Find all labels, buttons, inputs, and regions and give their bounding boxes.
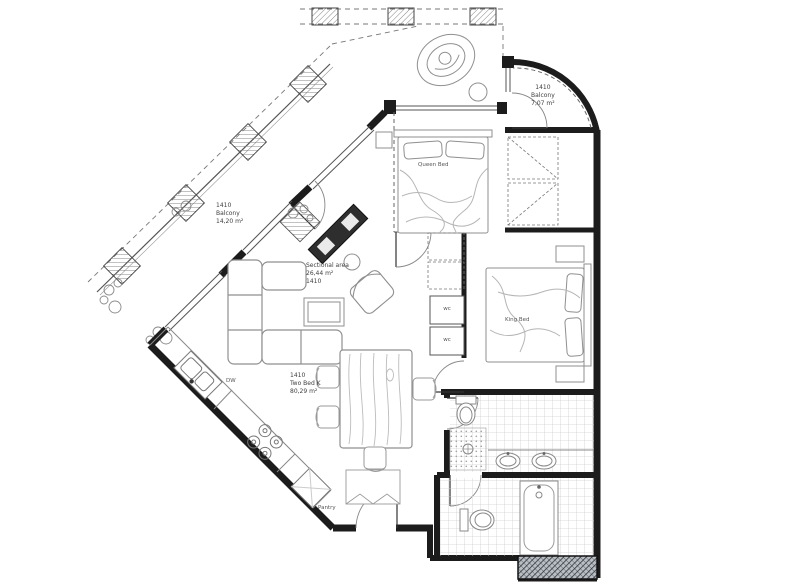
- pantry-text: Pantry: [318, 505, 336, 511]
- balcony-left-label: 1410 Balcony 14,20 m²: [216, 202, 243, 225]
- king-bed-label: King Bed: [505, 317, 530, 324]
- living-room: [227, 201, 395, 365]
- kitchen-counter: [149, 326, 332, 509]
- dining-area: [315, 349, 437, 472]
- queen-pillows: [403, 140, 485, 160]
- unit-label: 1410 Two Bed K 80,29 m²: [290, 372, 321, 395]
- pantry-closet: [345, 469, 401, 505]
- stove-burners: [247, 424, 283, 460]
- king-nightstand-bottom: [555, 365, 585, 383]
- balcony-right-area: 7,07 m²: [531, 99, 555, 107]
- vanity-sinks: [488, 449, 594, 470]
- wc-closets: [429, 295, 465, 356]
- service-shaft: [517, 555, 598, 580]
- kitchen: [149, 326, 401, 509]
- unit-type: Two Bed K: [290, 379, 321, 387]
- bathroom-2: [440, 478, 594, 556]
- king-nightstand-top: [555, 245, 585, 263]
- hall-closets-dashed: [427, 232, 465, 290]
- king-bed-text: King Bed: [505, 317, 530, 323]
- balcony-right-name: Balcony: [531, 91, 555, 99]
- balcony-left-name: Balcony: [216, 209, 240, 217]
- toilet-1: [455, 395, 477, 426]
- queen-bedroom: [375, 129, 559, 234]
- balcony-right-label: 1410 Balcony 7,07 m²: [531, 84, 555, 107]
- sectional-sofa: [227, 259, 343, 365]
- unit-number: 1410: [290, 372, 306, 379]
- king-blanket: [489, 275, 581, 353]
- closet-1-label: wc: [430, 306, 464, 313]
- fridge: [290, 467, 332, 509]
- balcony-right-unit-number: 1410: [535, 84, 551, 91]
- queen-bed-text: Queen Bed: [418, 162, 449, 168]
- dishwasher-text: DW: [226, 378, 236, 384]
- king-bedroom: [427, 232, 592, 383]
- queen-blanket: [399, 167, 489, 233]
- unit-area: 80,29 m²: [290, 387, 318, 395]
- structural-columns: [311, 7, 497, 26]
- kitchen-sink: [173, 350, 223, 400]
- living-area-name: Sectional area: [306, 262, 349, 269]
- armchair: [349, 270, 395, 314]
- king-headboard: [583, 263, 592, 367]
- queen-bed-label: Queen Bed: [418, 162, 448, 169]
- toilet-2: [459, 508, 495, 532]
- bathtub: [519, 480, 559, 556]
- balcony-left-area: 14,20 m²: [216, 217, 244, 225]
- table-wood-grain: [348, 352, 402, 447]
- coffee-table: [303, 297, 345, 327]
- dining-chairs: [315, 365, 437, 472]
- shower: [449, 427, 487, 471]
- side-table: [343, 253, 361, 271]
- queen-headboard: [393, 129, 493, 138]
- dishwasher-label: DW: [226, 378, 236, 385]
- closet-2-text: wc: [443, 337, 451, 343]
- balcony-left: [96, 63, 334, 345]
- queen-closets: [507, 136, 559, 226]
- living-area-value: 26,44 m²: [306, 269, 334, 277]
- king-pillows: [564, 273, 584, 357]
- living-area-label: Sectional area 26,44 m² 1410: [306, 262, 349, 285]
- pantry-label: Pantry: [318, 505, 336, 512]
- closet-1-text: wc: [443, 306, 451, 312]
- terrace-chair: [416, 33, 488, 102]
- bathroom-1: [449, 395, 594, 472]
- living-area-unit-number: 1410: [306, 277, 322, 285]
- planter-box: [102, 64, 328, 286]
- closet-2-label: wc: [430, 337, 464, 344]
- balcony-left-unit-number: 1410: [216, 202, 232, 209]
- tv-console: [307, 203, 369, 265]
- queen-nightstand: [375, 131, 393, 149]
- king-bed: [485, 267, 585, 363]
- living-plant: [279, 201, 321, 243]
